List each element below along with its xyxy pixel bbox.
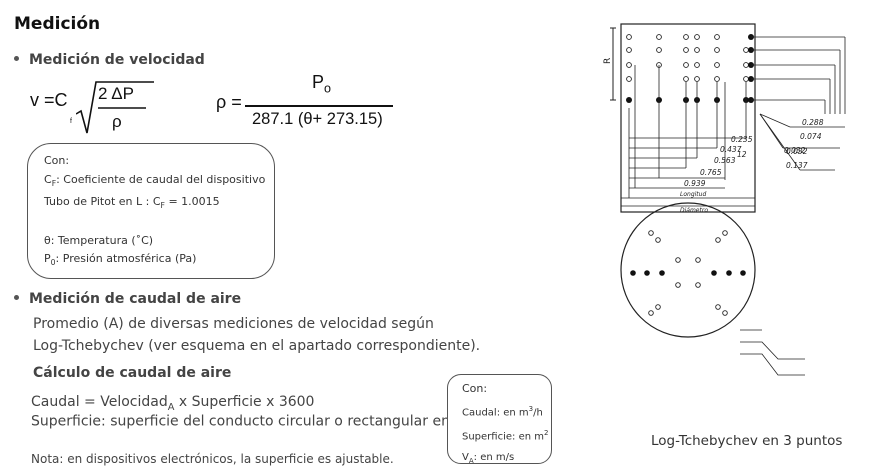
dim-left-2: 0.563 [714, 156, 736, 165]
con-box-velocity: Con: CF: Coeficiente de caudal del dispo… [27, 143, 275, 279]
dim-left-3: 0.765 [700, 168, 722, 177]
velocity-formula: v =C [30, 90, 68, 111]
con2-velocidad: VA: en m/s [462, 451, 515, 465]
con-line-pitot: Tubo de Pitot en L : CF = 1.0015 [44, 195, 220, 211]
bullet-airflow: Medición de caudal de aire [14, 291, 241, 307]
vertical-guides [628, 65, 747, 198]
airflow-line2: Log-Tchebychev (ver esquema en el aparta… [33, 338, 481, 354]
bullet-velocity-label: Medición de velocidad [29, 52, 205, 68]
con2-caudal: Caudal: en m3/h [462, 405, 543, 419]
right-dimensions [751, 36, 846, 171]
bullet-dot [14, 55, 19, 61]
superficie-line: Superficie: superficie del conducto circ… [31, 412, 474, 430]
circular-duct [620, 202, 756, 338]
caudal-formula: Caudal = VelocidadA x Superficie x 3600 [31, 394, 315, 413]
con-line-theta: θ: Temperatura (˚C) [44, 233, 154, 247]
rho-numerator: Po [312, 72, 331, 96]
dim-left-4: 0.939 [684, 179, 706, 188]
dim-12: 12 [737, 150, 747, 159]
bullet-velocity: Medición de velocidad [14, 52, 205, 68]
bullet-airflow-label: Medición de caudal de aire [29, 291, 242, 307]
rho-num-p: P [312, 72, 325, 92]
longitud-label: Longitud [680, 191, 706, 198]
dim-left-1: 0.437 [720, 145, 742, 154]
measurement-points-filled [626, 34, 754, 103]
dim-right-1: 0.074 [800, 132, 822, 141]
con-title: Con: [44, 154, 70, 167]
dim-right-2: 0.032 [784, 146, 806, 155]
velocity-numerator: 2 ΔP [98, 84, 134, 103]
airflow-line1: Promedio (A) de diversas mediciones de v… [33, 316, 434, 332]
page-title: Medición [14, 14, 101, 34]
calc-title: Cálculo de caudal de aire [33, 365, 232, 381]
note: Nota: en dispositivos electrónicos, la s… [31, 452, 394, 466]
log-tchebychev-diagram: R [603, 23, 846, 376]
circle-points-filled [630, 270, 746, 276]
con-line-p0: P0: Presión atmosférica (Pa) [44, 252, 197, 268]
bullet-dot [14, 294, 19, 300]
diametro-label: Diámetro [680, 207, 708, 214]
rho-lhs: ρ = [216, 92, 242, 112]
dim-left-0: 0.235 [731, 135, 753, 144]
con-box-caudal: Con: Caudal: en m3/h Superficie: en m2 V… [447, 374, 552, 465]
legend-lines [740, 329, 805, 376]
velocity-lhs: v =C [30, 90, 68, 110]
diagram-caption: Log-Tchebychev en 3 puntos [651, 433, 843, 449]
con2-superficie: Superficie: en m2 [462, 429, 549, 443]
con2-title: Con: [462, 382, 488, 395]
rho-num-sub: o [324, 81, 332, 96]
r-label: R [603, 58, 613, 64]
rho-denominator: 287.1 (θ+ 273.15) [252, 110, 383, 128]
velocity-denominator: ρ [112, 112, 122, 131]
measurement-points-open [626, 34, 749, 82]
dim-right-0: 0.288 [802, 118, 824, 127]
dim-right-3: 0.032 [786, 147, 808, 156]
con-line-cf: CF: Coeficiente de caudal del dispositiv… [44, 172, 266, 188]
sqrt-symbol [76, 81, 154, 134]
dim-right-4: 0.137 [786, 161, 808, 170]
fraction-bar [245, 105, 393, 107]
circle-points-open [648, 230, 728, 316]
velocity-sub-f: f [70, 118, 72, 125]
horizontal-dimensions [621, 137, 755, 213]
